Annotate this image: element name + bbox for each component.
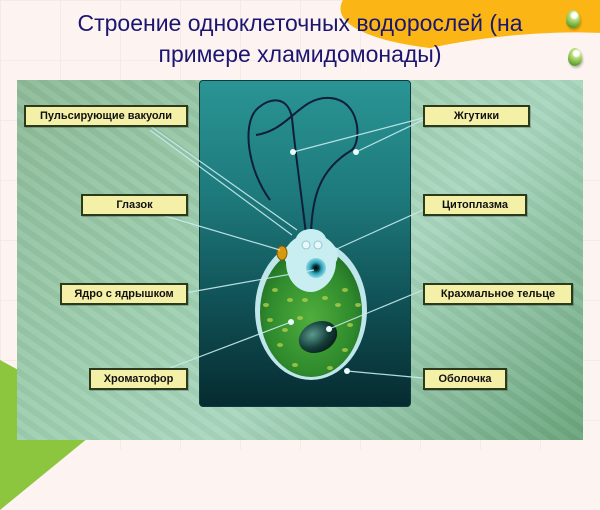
label-pulsating-vacuoles: Пульсирующие вакуоли <box>24 105 188 127</box>
label-nucleus: Ядро с ядрышком <box>60 283 188 305</box>
title-line-2: примере хламидомонады) <box>158 41 442 67</box>
slide-title: Строение одноклеточных водорослей (на пр… <box>0 8 600 70</box>
label-cytoplasm: Цитоплазма <box>423 194 527 216</box>
flagellum-left <box>247 99 307 235</box>
flagellum-right <box>255 96 359 235</box>
label-starch-body: Крахмальное тельце <box>423 283 573 305</box>
title-line-1: Строение одноклеточных водорослей (на <box>77 10 523 36</box>
water-drop-icon <box>566 10 580 28</box>
leader-lines <box>149 117 424 379</box>
label-flagella: Жгутики <box>423 105 530 127</box>
cell-illustration <box>149 96 424 380</box>
label-membrane: Оболочка <box>423 368 507 390</box>
leader-dots <box>288 149 359 374</box>
label-chromatophore: Хроматофор <box>89 368 188 390</box>
label-eyespot: Глазок <box>81 194 188 216</box>
water-drop-icon <box>568 48 582 66</box>
